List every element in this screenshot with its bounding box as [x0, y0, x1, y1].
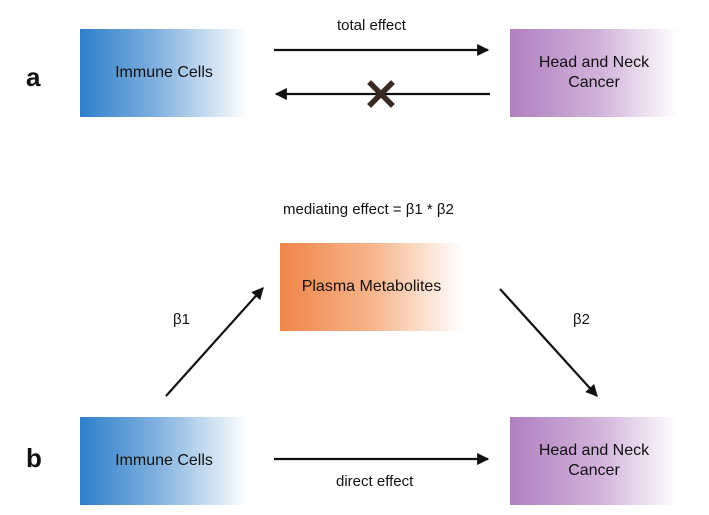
cancer-label-a-line2: Cancer [568, 74, 620, 91]
cancer-box-b: Head and Neck Cancer [510, 417, 678, 505]
beta1-arrow [165, 287, 264, 397]
direct-effect-label: direct effect [336, 473, 414, 490]
panel-a-letter: a [26, 62, 41, 92]
plasma-metabolites-label: Plasma Metabolites [301, 278, 442, 295]
cancer-box-a: Head and Neck Cancer [510, 29, 678, 117]
plasma-metabolites-box: Plasma Metabolites [280, 243, 463, 331]
immune-cells-box-a: Immune Cells [80, 29, 248, 117]
panel-b-letter: b [26, 443, 42, 473]
immune-cells-box-b: Immune Cells [80, 417, 248, 505]
mediating-effect-label: mediating effect = β1 * β2 [283, 201, 454, 218]
cancer-label-b-line1: Head and Neck [538, 442, 650, 459]
cancer-label-a-line1: Head and Neck [538, 54, 650, 71]
cancer-label-b: Head and Neck Cancer [539, 441, 649, 481]
total-effect-label: total effect [337, 17, 406, 34]
beta2-label: β2 [573, 311, 590, 328]
cancer-label-a: Head and Neck Cancer [539, 53, 649, 93]
immune-cells-label-b: Immune Cells [115, 452, 213, 469]
beta2-arrow [499, 288, 598, 397]
beta1-label: β1 [173, 311, 190, 328]
immune-cells-label-a: Immune Cells [115, 64, 213, 81]
cross-icon [367, 80, 395, 108]
cancer-label-b-line2: Cancer [568, 462, 620, 479]
